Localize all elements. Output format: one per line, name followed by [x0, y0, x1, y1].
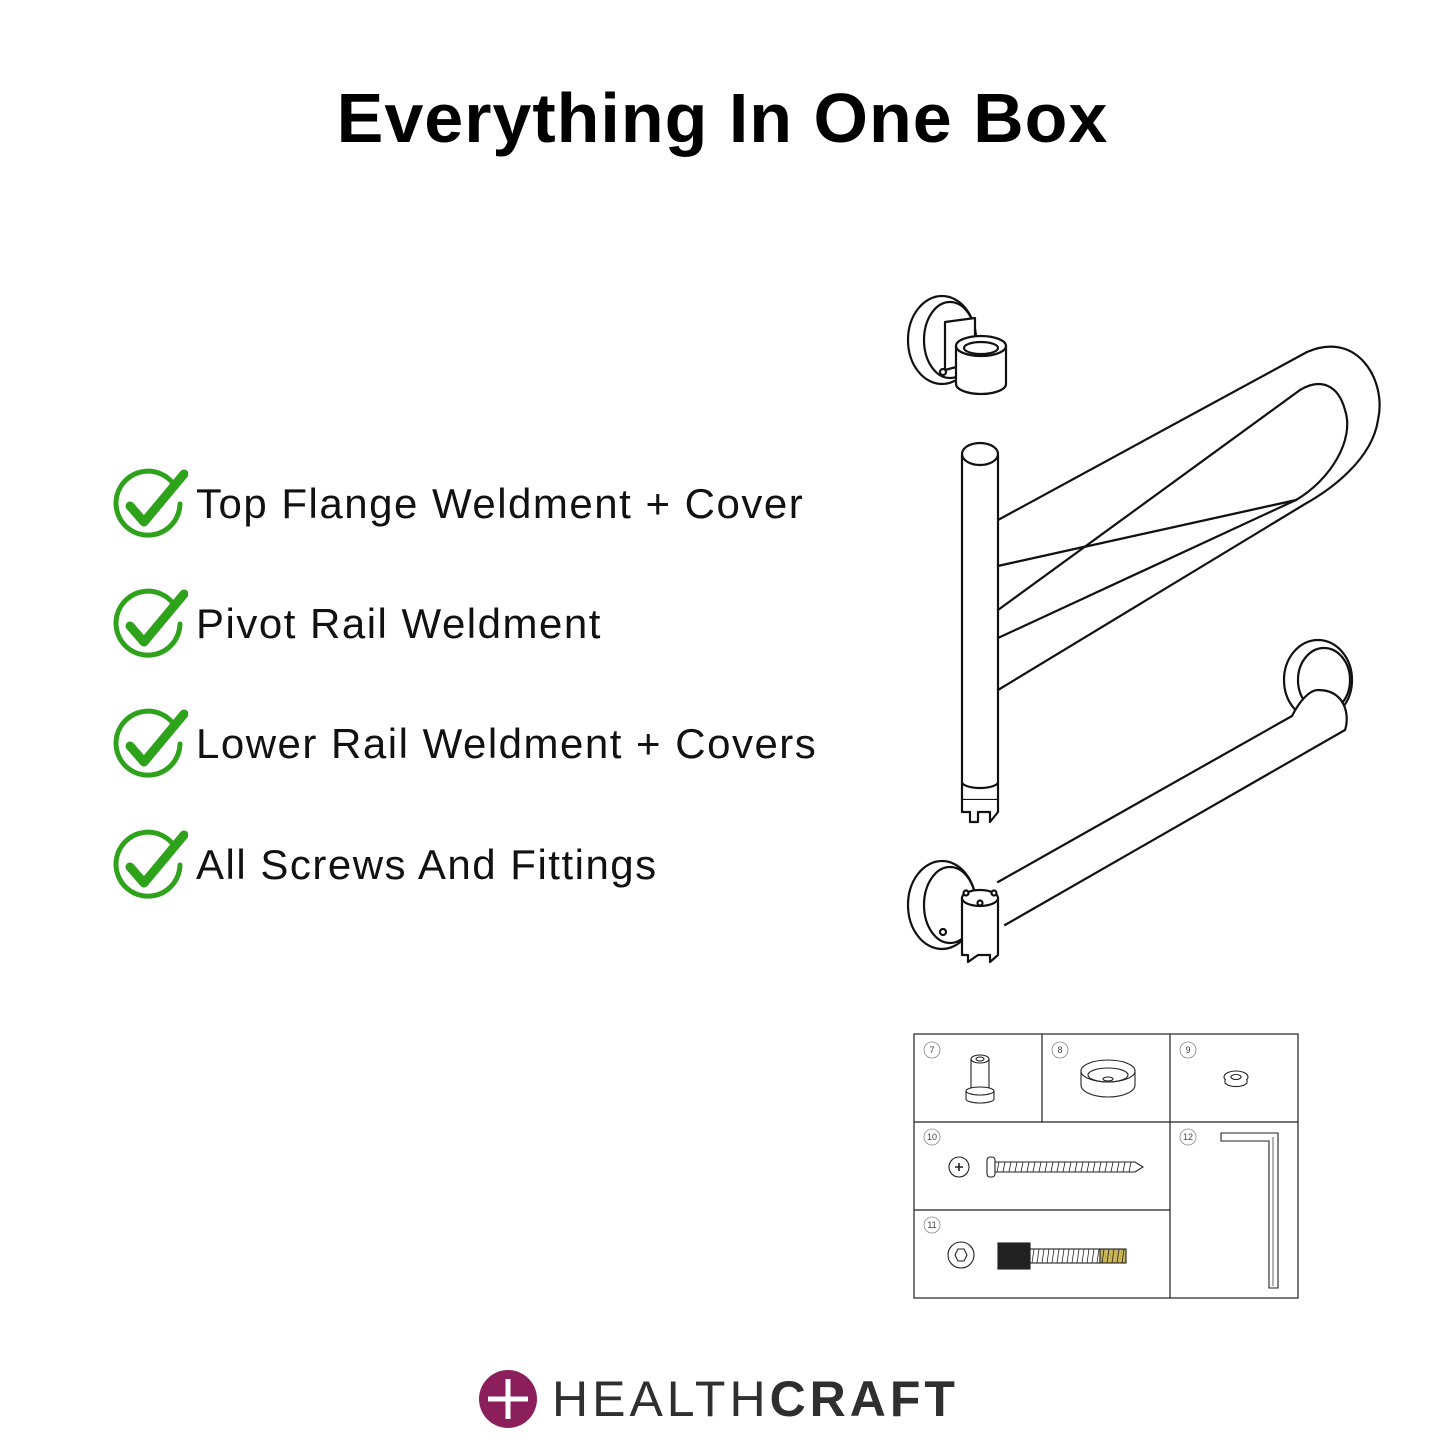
part-number: 8	[1057, 1045, 1062, 1055]
grab-bar-illustration	[906, 294, 1381, 964]
part-number-badge	[923, 1216, 941, 1234]
plus-circle-logo-icon	[479, 1370, 537, 1428]
part-number: 7	[929, 1045, 934, 1055]
feature-label: Top Flange Weldment + Cover	[196, 480, 805, 527]
brand-part2: CRAFT	[769, 1371, 959, 1427]
brand-part1: HEALTH	[552, 1371, 770, 1427]
wood-screw-part-icon	[948, 1156, 1145, 1178]
part-number-badge	[1179, 1128, 1197, 1146]
part-number: 9	[1185, 1045, 1190, 1055]
check-circle-icon	[113, 588, 188, 658]
brand-logo: HEALTHCRAFT	[478, 1367, 959, 1431]
check-circle-icon	[113, 829, 188, 899]
cover-cup-part-icon	[1080, 1059, 1136, 1098]
part-number-badge	[1179, 1041, 1197, 1059]
feature-label: Lower Rail Weldment + Covers	[196, 720, 818, 767]
part-number-badge	[923, 1128, 941, 1146]
hex-key-part-icon	[1220, 1132, 1279, 1289]
feature-label: Pivot Rail Weldment	[196, 600, 602, 647]
check-circle-icon	[113, 708, 188, 778]
top-flange-weldment	[906, 294, 1008, 396]
part-number: 10	[927, 1132, 937, 1142]
hardware-parts-table: 7 8 9 10 11 12	[913, 1033, 1299, 1299]
washer-part-icon	[1223, 1070, 1249, 1088]
part-number: 12	[1183, 1132, 1193, 1142]
feature-label: All Screws And Fittings	[196, 841, 658, 888]
feature-item-screws: All Screws And Fittings	[112, 829, 658, 901]
lower-rail-weldment	[906, 638, 1354, 964]
brand-wordmark: HEALTHCRAFT	[552, 1370, 959, 1428]
feature-item-lower-rail: Lower Rail Weldment + Covers	[112, 708, 817, 780]
sleeve-part-icon	[965, 1054, 995, 1104]
part-number-badge	[923, 1041, 941, 1059]
page-title: Everything In One Box	[336, 79, 1109, 157]
pivot-rail-weldment	[960, 345, 1381, 824]
part-number: 11	[927, 1220, 936, 1230]
part-number-badge	[1051, 1041, 1069, 1059]
feature-item-top-flange: Top Flange Weldment + Cover	[112, 468, 804, 540]
socket-screw-part-icon	[947, 1241, 1127, 1270]
feature-item-pivot-rail: Pivot Rail Weldment	[112, 588, 602, 660]
check-circle-icon	[113, 468, 188, 538]
